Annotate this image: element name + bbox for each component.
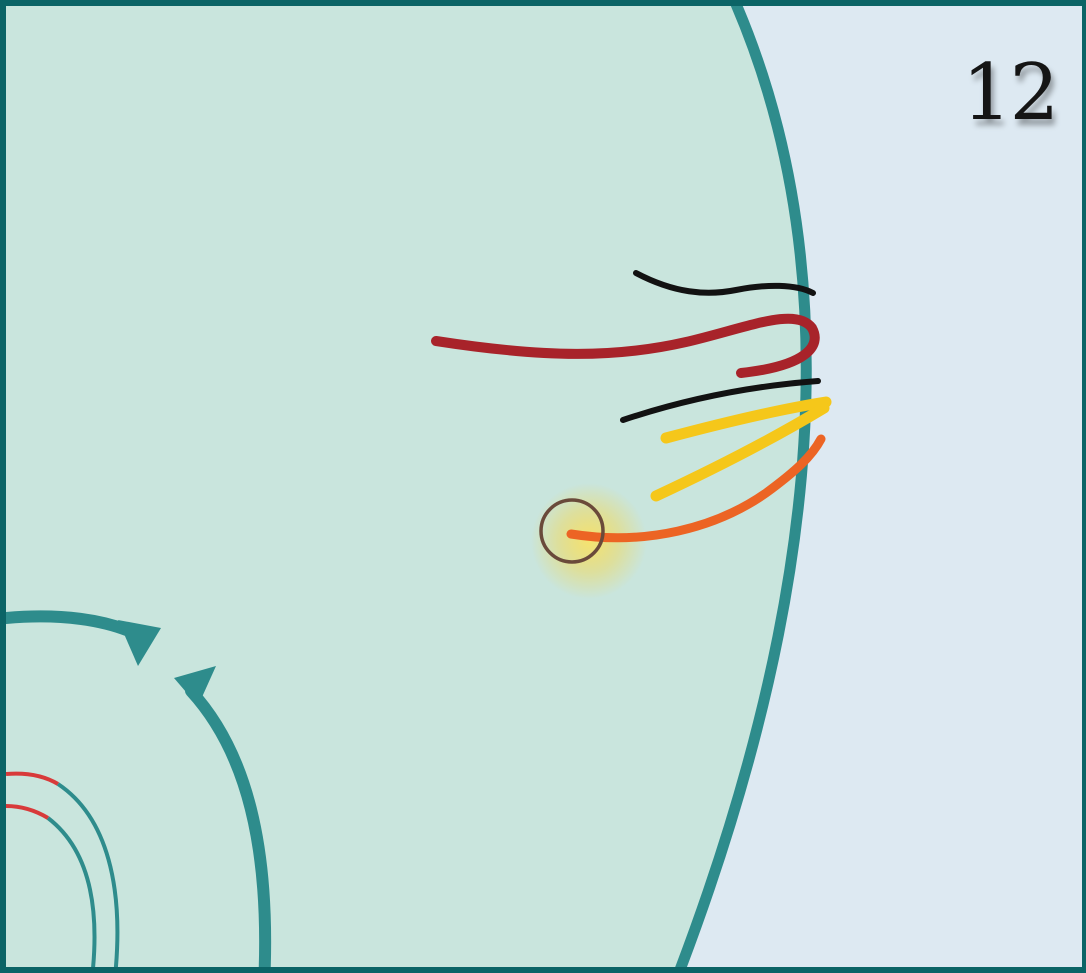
cell-body [6,6,806,973]
page-number: 12 [962,54,1057,132]
diagram-canvas [6,6,1086,973]
